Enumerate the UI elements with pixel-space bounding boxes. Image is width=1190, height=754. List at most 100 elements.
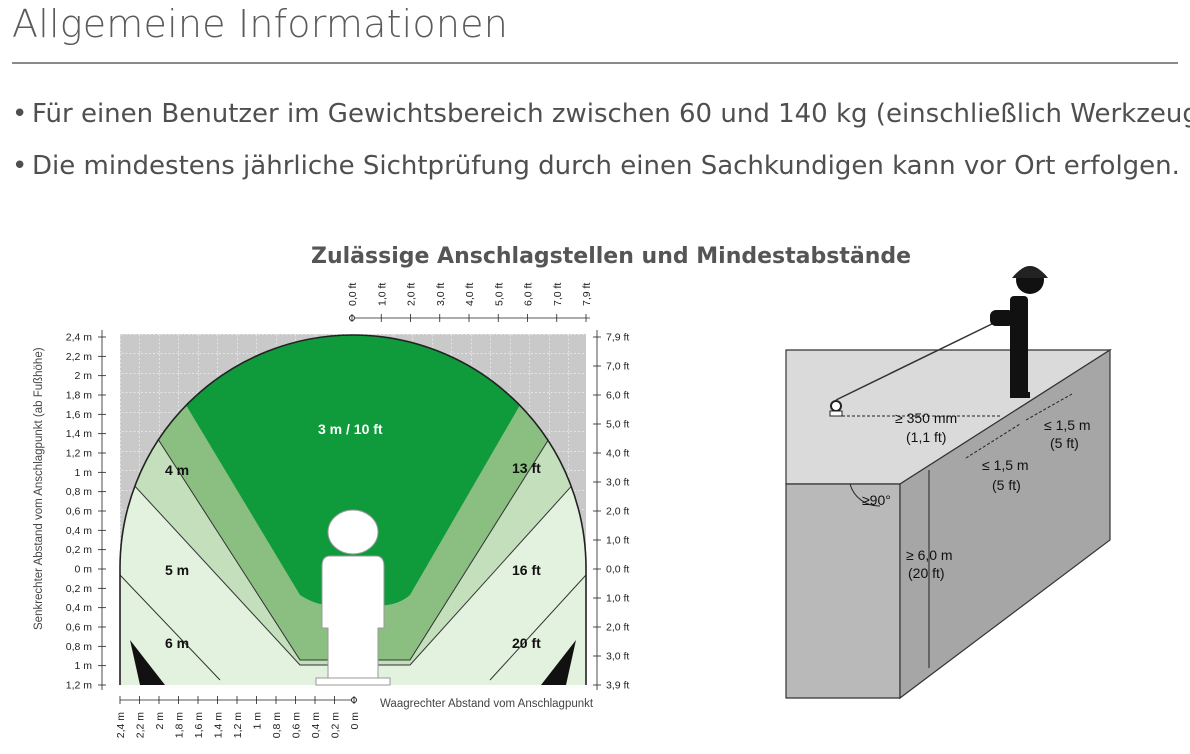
left-tick-label: 0,8 m xyxy=(66,641,93,653)
bullet-icon: • xyxy=(12,151,28,181)
dim-edge1-line xyxy=(1025,393,1073,421)
dim-edge2-ft-label: (5 ft) xyxy=(992,477,1021,493)
person-silhouette xyxy=(315,509,391,686)
left-tick-label: 1 m xyxy=(74,467,92,479)
left-tick-label: 0,2 m xyxy=(66,583,93,595)
page-title: Allgemeine Informationen xyxy=(12,2,509,46)
bottom-tick-label: 0,6 m xyxy=(291,712,303,739)
left-tick-label: 2,4 m xyxy=(66,332,93,344)
anchor-line xyxy=(835,319,1001,401)
building-side-face xyxy=(899,348,1111,700)
building-illustration: ≥ 350 mm (1,1 ft) ≤ 1,5 m (5 ft) ≤ 1,5 m… xyxy=(785,266,1113,700)
zone-label-right-1: 13 ft xyxy=(512,460,541,476)
bottom-tick-label: 0,4 m xyxy=(310,712,322,739)
left-tick-labels: 2,4 m2,2 m2 m1,8 m1,6 m1,4 m1,2 m1 m0,8 … xyxy=(66,332,106,692)
left-tick-label: 0,2 m xyxy=(66,544,93,556)
right-tick-label: 7,9 ft xyxy=(606,332,629,344)
right-tick-label: 4,0 ft xyxy=(606,448,629,460)
person-base xyxy=(315,677,391,686)
right-tick-label: 3,9 ft xyxy=(606,680,629,692)
bottom-tick-label: 1,2 m xyxy=(232,712,244,739)
dim-edge2-label: ≤ 1,5 m xyxy=(982,457,1029,473)
left-tick-label: 1,4 m xyxy=(66,428,93,440)
dim-edge1-ft-label: (5 ft) xyxy=(1050,435,1079,451)
left-tick-label: 1 m xyxy=(74,660,92,672)
corner-right xyxy=(541,640,576,685)
bottom-tick-label: 0,2 m xyxy=(330,712,342,739)
zone-label-right-3: 20 ft xyxy=(512,635,541,651)
right-tick-label: 2,0 ft xyxy=(606,622,629,634)
dome-outline xyxy=(119,334,587,685)
bottom-tick-label: 1,4 m xyxy=(213,712,225,739)
top-tick-label: 7,0 ft xyxy=(552,283,564,306)
bottom-tick-label: 1 m xyxy=(252,712,264,730)
info-list: •Für einen Benutzer im Gewichtsbereich z… xyxy=(12,88,1190,192)
dim-distance-label: ≥ 350 mm xyxy=(895,410,957,426)
dim-distance-ft-label: (1,1 ft) xyxy=(906,429,946,445)
right-tick-label: 0,0 ft xyxy=(606,564,629,576)
anchor-base-icon xyxy=(829,410,843,417)
dim-edge1-label: ≤ 1,5 m xyxy=(1044,417,1091,433)
right-tick-label: 5,0 ft xyxy=(606,419,629,431)
bottom-tick-label: 2,4 m xyxy=(115,712,127,739)
left-tick-label: 1,2 m xyxy=(66,680,93,692)
bottom-tick-label: 0 m xyxy=(349,712,361,730)
left-tick-label: 0,8 m xyxy=(66,486,93,498)
left-tick-label: 0 m xyxy=(74,564,92,576)
worker-body xyxy=(1010,296,1028,396)
bottom-tick-label: 1,8 m xyxy=(174,712,186,739)
worker-arm xyxy=(990,310,1014,326)
left-tick-label: 2 m xyxy=(74,370,92,382)
right-tick-label: 2,0 ft xyxy=(606,506,629,518)
top-tick-label: 1,0 ft xyxy=(376,283,388,306)
right-tick-labels: 7,9 ft 7,0 ft 6,0 ft 5,0 ft 4,0 ft 3,0 ft 2,0 … xyxy=(593,332,629,692)
left-tick-label: 0,6 m xyxy=(66,506,93,518)
left-tick-label: 0,4 m xyxy=(66,525,93,537)
bottom-tick-label: 2,2 m xyxy=(135,712,147,739)
angle-arc xyxy=(849,483,881,507)
y-axis-title: Senkrechter Abstand vom Anschlagpunkt (a… xyxy=(33,347,45,630)
bottom-tick-label: 0,8 m xyxy=(271,712,283,739)
right-tick-label: 7,0 ft xyxy=(606,361,629,373)
zone-label-left-3: 6 m xyxy=(165,635,189,651)
left-tick-label: 0,4 m xyxy=(66,602,93,614)
zone-boundary-6m xyxy=(120,574,586,681)
right-tick-label: 1,0 ft xyxy=(606,535,629,547)
zone-label-left-2: 5 m xyxy=(165,562,189,578)
x-axis-title: Waagrechter Abstand vom Anschlagpunkt xyxy=(380,698,594,710)
info-text-inspection: Die mindestens jährliche Sichtprüfung du… xyxy=(32,151,1180,181)
zone-label-top: 3 m / 10 ft xyxy=(318,421,383,437)
left-tick-label: 0,6 m xyxy=(66,622,93,634)
diagram-title: Zulässige Anschlagstellen und Mindestabs… xyxy=(311,244,912,269)
dim-edge2-line xyxy=(965,423,1021,459)
title-divider xyxy=(12,62,1178,64)
right-tick-label: 3,0 ft xyxy=(606,651,629,663)
angle-label: ≥90° xyxy=(862,492,891,508)
right-tick-label: 3,0 ft xyxy=(606,477,629,489)
worker-helmet xyxy=(1012,266,1048,278)
info-text-weight: Für einen Benutzer im Gewichtsbereich zw… xyxy=(32,99,1190,129)
right-tick-label: 6,0 ft xyxy=(606,390,629,402)
zone-label-right-2: 16 ft xyxy=(512,562,541,578)
person-body xyxy=(321,555,385,679)
info-item-inspection: •Die mindestens jährliche Sichtprüfung d… xyxy=(12,140,1190,192)
left-tick-label: 1,6 m xyxy=(66,409,93,421)
top-tick-label: 0,0 ft xyxy=(347,283,359,306)
height-label: ≥ 6,0 m xyxy=(906,547,953,563)
bottom-tick-label: 1,6 m xyxy=(193,712,205,739)
top-tick-label: 7,9 ft xyxy=(581,283,593,306)
person-head xyxy=(327,509,379,555)
top-tick-label: 4,0 ft xyxy=(464,283,476,306)
height-ft-label: (20 ft) xyxy=(908,565,945,581)
building-front-face xyxy=(785,483,901,699)
left-tick-label: 1,8 m xyxy=(66,390,93,402)
zone-core xyxy=(120,335,586,606)
corner-left xyxy=(130,640,165,685)
top-tick-label: 3,0 ft xyxy=(435,283,447,306)
top-tick-label: 6,0 ft xyxy=(523,283,535,306)
top-tick-label: 2,0 ft xyxy=(406,283,418,306)
zone-label-left-1: 4 m xyxy=(165,462,189,478)
